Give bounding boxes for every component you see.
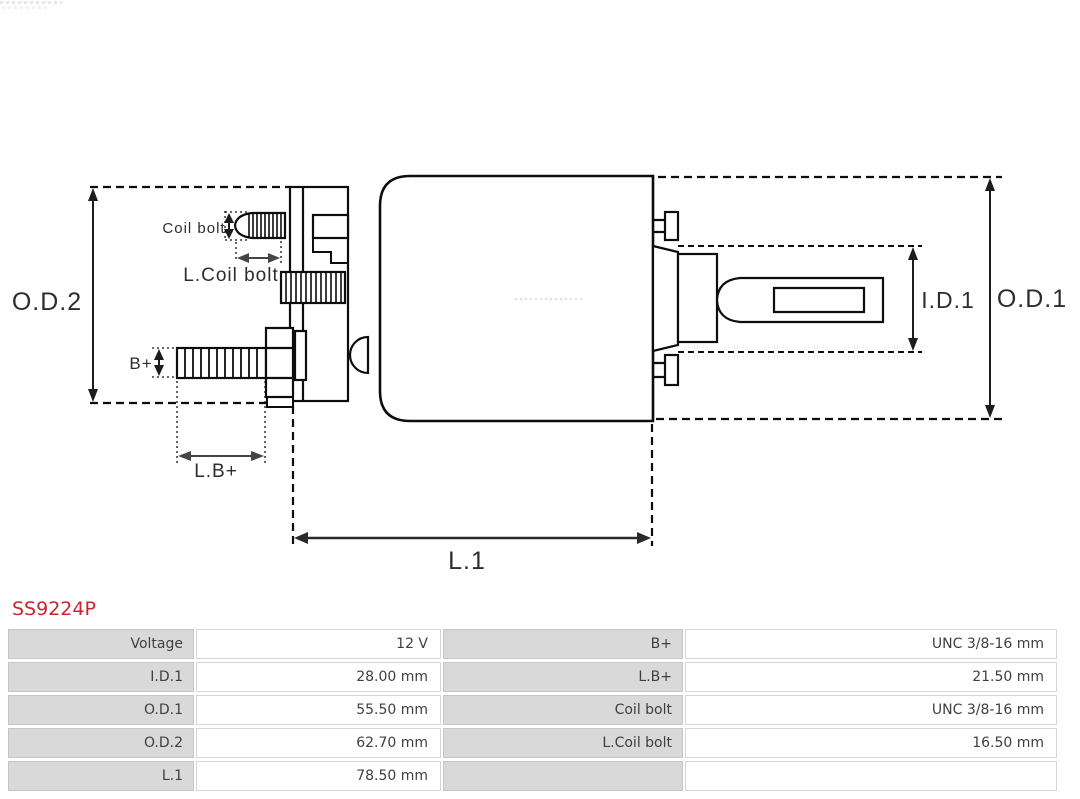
corner-artifact <box>0 1 62 4</box>
plunger-shaft <box>651 244 885 353</box>
dimension-arrow-b-plus <box>154 349 164 376</box>
spec-label-cell: O.D.2 <box>8 728 194 758</box>
rear-terminal-tabs <box>653 210 680 387</box>
corner-artifact <box>2 6 50 9</box>
od1-dashed-extents <box>656 175 1002 421</box>
spec-value-cell: 62.70 mm <box>196 728 441 758</box>
coil-bolt-reference-dots <box>224 211 282 263</box>
spec-label-cell: O.D.1 <box>8 695 194 725</box>
solenoid-body <box>378 174 655 423</box>
spec-label-cell: B+ <box>443 629 683 659</box>
dimension-arrow-coil-bolt <box>224 213 234 239</box>
dimension-arrow-lb-plus <box>178 451 264 461</box>
id1-dashed-extents <box>678 245 922 353</box>
label-od2: O.D.2 <box>12 288 82 316</box>
od2-dashed-extents <box>90 185 293 405</box>
spec-value-cell: 55.50 mm <box>196 695 441 725</box>
shaft-slot <box>772 286 866 314</box>
spec-value-cell: 28.00 mm <box>196 662 441 692</box>
label-id1: I.D.1 <box>921 287 975 313</box>
label-l1: L.1 <box>448 547 486 575</box>
b-plus-terminal <box>175 326 308 399</box>
spec-value-cell: UNC 3/8-16 mm <box>685 695 1057 725</box>
coil-thread-block <box>279 270 347 305</box>
l1-dashed-extents <box>291 406 654 546</box>
spec-value-cell: 78.50 mm <box>196 761 441 791</box>
spec-value-cell: 12 V <box>196 629 441 659</box>
label-l-coil-bolt: L.Coil bolt <box>183 265 279 286</box>
label-coil-bolt: Coil bolt <box>162 220 225 237</box>
label-od1: O.D.1 <box>997 285 1067 313</box>
spec-label-cell: Voltage <box>8 629 194 659</box>
spec-label-cell: Coil bolt <box>443 695 683 725</box>
spec-label-cell: L.Coil bolt <box>443 728 683 758</box>
spec-value-cell: 21.50 mm <box>685 662 1057 692</box>
spec-value-cell <box>685 761 1057 791</box>
dimension-arrow-id1 <box>908 247 918 351</box>
spec-label-cell: I.D.1 <box>8 662 194 692</box>
part-number-title: SS9224P <box>12 598 96 620</box>
dimension-arrow-od1 <box>985 178 995 418</box>
spec-label-cell <box>443 761 683 791</box>
spec-label-cell: L.1 <box>8 761 194 791</box>
b-plus-reference-dots <box>152 347 266 463</box>
dimension-arrow-l-coil-bolt <box>237 253 280 263</box>
solenoid-dimension-diagram: O.D.2 O.D.1 I.D.1 L.1 L.B+ B+ Coil bolt … <box>12 174 1067 575</box>
spec-label-cell: L.B+ <box>443 662 683 692</box>
label-lb-plus: L.B+ <box>194 461 238 482</box>
coil-bolt-stud <box>233 211 287 240</box>
spec-value-cell: UNC 3/8-16 mm <box>685 629 1057 659</box>
spec-value-cell: 16.50 mm <box>685 728 1057 758</box>
spec-table: Voltage 12 V B+ UNC 3/8-16 mm I.D.1 28.0… <box>8 629 1057 791</box>
dimension-arrow-od2 <box>88 188 98 402</box>
dimension-arrow-l1 <box>294 532 651 544</box>
label-b-plus: B+ <box>129 354 152 373</box>
